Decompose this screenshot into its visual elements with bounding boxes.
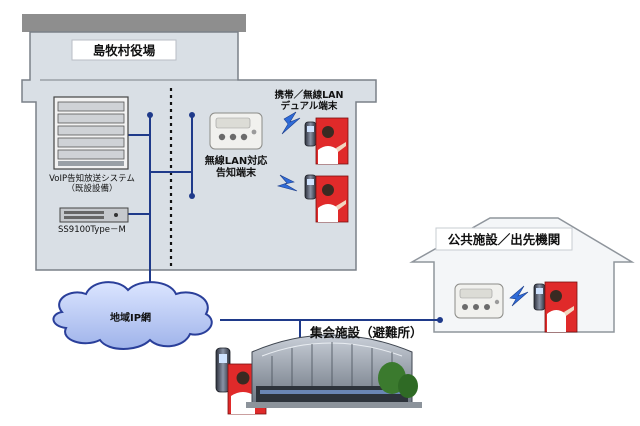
junction-dot	[147, 112, 153, 118]
wireless-signal-icon	[281, 111, 301, 135]
junction-dot	[189, 112, 195, 118]
voip-system-label: VoIP告知放送システム （既設設備）	[49, 174, 135, 195]
dual-terminal-label: 携帯／無線LAN デュアル端末	[274, 90, 344, 113]
mobile-phone-icon	[533, 283, 546, 311]
notice-terminal-icon	[454, 283, 504, 319]
assembly-facility-label: 集会施設（避難所）	[310, 325, 423, 340]
wireless-signal-icon	[509, 285, 529, 307]
cloud-icon	[52, 281, 213, 350]
person-poster-icon	[315, 117, 349, 165]
town-hall-label: 島牧村役場	[92, 43, 156, 58]
network-lines	[128, 115, 440, 340]
notice-terminal-icon	[209, 112, 263, 150]
person-poster-icon	[544, 281, 578, 333]
mobile-phone-icon	[215, 347, 231, 393]
public-facility-label: 公共施設／出先機関	[447, 232, 561, 247]
junction-dot	[189, 193, 195, 199]
dome-building-icon	[246, 334, 422, 408]
server-unit-icon	[59, 207, 129, 223]
person-poster-icon	[315, 175, 349, 223]
ss9100-label: SS9100Type－M	[58, 225, 126, 235]
regional-ip-label: 地域IP網	[110, 313, 152, 324]
junction-dot	[437, 317, 443, 323]
server-rack-icon	[53, 96, 129, 170]
mobile-phone-icon	[304, 174, 317, 200]
wlan-terminal-label: 無線LAN対応 告知端末	[204, 156, 268, 179]
wireless-signal-icon	[276, 174, 298, 192]
mobile-phone-icon	[304, 121, 317, 147]
